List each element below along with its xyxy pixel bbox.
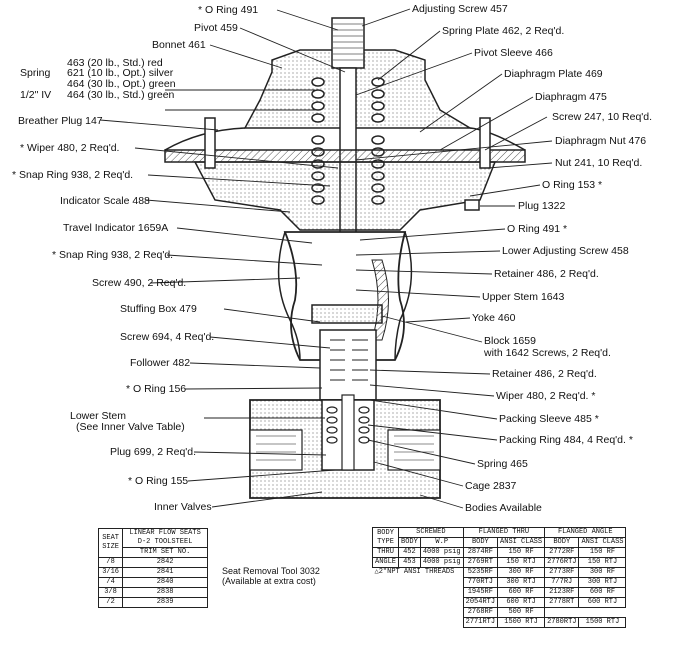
label-travel-indicator-1659a: Travel Indicator 1659A xyxy=(63,222,169,234)
label-pivot-sleeve-466: Pivot Sleeve 466 xyxy=(474,47,553,59)
flanged-thru-header: FLANGED THRU xyxy=(462,527,546,538)
label-adjusting-screw-457: Adjusting Screw 457 xyxy=(412,3,508,15)
label-spring-option-3: 464 (30 lb., Opt.) green xyxy=(67,78,176,90)
label-snap-ring-938-a: * Snap Ring 938, 2 Req'd. xyxy=(12,169,134,181)
label-spring-option-1: 463 (20 lb., Std.) red xyxy=(67,57,163,69)
label-screw-694: Screw 694, 4 Req'd. xyxy=(120,331,215,343)
stuffing-box xyxy=(319,329,377,401)
flanged-angle-header: FLANGED ANGLE xyxy=(544,527,627,538)
label-half-inch-iv: 1/2" IV xyxy=(20,89,52,101)
label-cage-2837: Cage 2837 xyxy=(465,480,517,492)
flange-bolts xyxy=(204,117,491,211)
label-block-1659: Block 1659 xyxy=(484,335,536,347)
label-o-ring-491-right: O Ring 491 * xyxy=(507,223,568,235)
label-diaphragm-475: Diaphragm 475 xyxy=(535,91,607,103)
lower-housing xyxy=(193,161,497,231)
leader-lines-right xyxy=(355,8,553,509)
label-block-1659-note: with 1642 Screws, 2 Req'd. xyxy=(484,347,611,359)
label-spring: Spring xyxy=(20,67,51,79)
label-o-ring-156: * O Ring 156 xyxy=(126,383,187,395)
label-follower-482: Follower 482 xyxy=(130,357,191,369)
label-wiper-480: * Wiper 480, 2 Req'd. xyxy=(20,142,120,154)
label-nut-241: Nut 241, 10 Req'd. xyxy=(555,157,643,169)
label-screw-490: Screw 490, 2 Req'd. xyxy=(92,277,187,289)
label-o-ring-491-top: * O Ring 491 xyxy=(198,4,259,16)
thread-note: △2"NPT ANSI THREADS xyxy=(372,567,464,628)
label-diaphragm-nut-476: Diaphragm Nut 476 xyxy=(555,135,647,147)
label-plug-1322: Plug 1322 xyxy=(518,200,566,212)
label-stuffing-box-479: Stuffing Box 479 xyxy=(120,303,197,315)
seat-tool-note-1: Seat Removal Tool 3032 xyxy=(222,566,320,576)
label-spring-plate-462: Spring Plate 462, 2 Req'd. xyxy=(442,25,565,37)
label-upper-stem-1643: Upper Stem 1643 xyxy=(482,291,565,303)
label-plug-699: Plug 699, 2 Req'd. xyxy=(110,446,197,458)
label-bonnet-461: Bonnet 461 xyxy=(152,39,206,51)
label-inner-valves: Inner Valves xyxy=(154,501,212,513)
adjusting-screw xyxy=(331,17,365,69)
lower-spring xyxy=(326,406,370,444)
label-bodies-available: Bodies Available xyxy=(465,502,542,514)
leader-lines-left xyxy=(99,9,346,508)
label-spring-option-2: 621 (10 lb., Opt.) silver xyxy=(67,67,174,79)
label-lower-adjusting-screw-458: Lower Adjusting Screw 458 xyxy=(502,245,629,257)
label-packing-ring-484: Packing Ring 484, 4 Req'd. * xyxy=(499,434,633,446)
label-screw-247: Screw 247, 10 Req'd. xyxy=(552,111,653,123)
diaphragm xyxy=(164,149,526,163)
label-retainer-486-a: Retainer 486, 2 Req'd. xyxy=(494,268,599,280)
label-spring-465: Spring 465 xyxy=(477,458,528,470)
label-retainer-486-b: Retainer 486, 2 Req'd. xyxy=(492,368,597,380)
seat-trim-header: TRIM SET NO. xyxy=(122,547,208,558)
label-wiper-480-right: Wiper 480, 2 Req'd. * xyxy=(496,390,596,402)
label-pivot-459: Pivot 459 xyxy=(194,22,238,34)
label-spring-option-4: 464 (30 lb., Std.) green xyxy=(67,89,175,101)
label-packing-sleeve-485: Packing Sleeve 485 * xyxy=(499,413,599,425)
label-indicator-scale-488: Indicator Scale 488 xyxy=(60,195,150,207)
label-breather-plug-147: Breather Plug 147 xyxy=(18,115,103,127)
label-o-ring-153: O Ring 153 * xyxy=(542,179,603,191)
label-snap-ring-938-b: * Snap Ring 938, 2 Req'd. xyxy=(52,249,174,261)
label-o-ring-155: * O Ring 155 xyxy=(128,475,189,487)
indicator-block xyxy=(311,304,383,324)
label-diaphragm-plate-469: Diaphragm Plate 469 xyxy=(504,68,603,80)
seat-tool-note-2: (Available at extra cost) xyxy=(222,576,316,586)
label-yoke-460: Yoke 460 xyxy=(472,312,516,324)
label-lower-stem: Lower Stem xyxy=(70,410,127,422)
screwed-header: SCREWED xyxy=(398,527,464,538)
regulator-cross-section xyxy=(99,8,553,509)
label-lower-stem-note: (See Inner Valve Table) xyxy=(76,421,185,433)
